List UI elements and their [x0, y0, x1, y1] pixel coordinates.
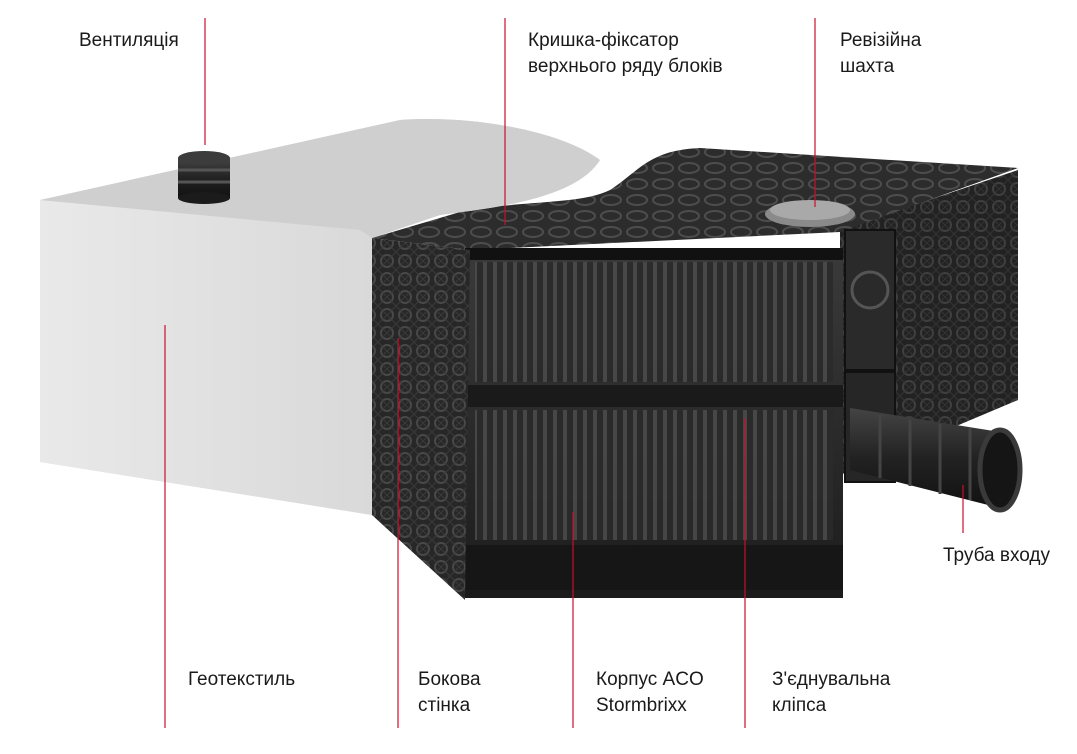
label-inlet-pipe: Труба входу: [943, 543, 1050, 569]
label-side-wall: Бокова стінка: [418, 667, 481, 719]
label-clip: З'єднувальна кліпса: [772, 667, 890, 719]
label-side-wall-line-2: стінка: [418, 695, 471, 716]
label-geotextile-line: Геотекстиль: [188, 669, 296, 690]
label-cover-line-2: верхнього ряду блоків: [528, 56, 723, 77]
label-shaft: Ревізійна шахта: [840, 28, 921, 80]
inlet-pipe: [850, 408, 1023, 513]
label-side-wall-line-1: Бокова: [418, 669, 481, 690]
label-cover-line-1: Кришка-фіксатор: [528, 30, 679, 51]
label-clip-line-1: З'єднувальна: [772, 669, 891, 690]
label-body: Корпус ACO Stormbrixx: [596, 667, 704, 719]
label-inlet-pipe-line: Труба входу: [943, 545, 1051, 566]
label-cover: Кришка-фіксатор верхнього ряду блоків: [528, 28, 723, 80]
label-body-line-1: Корпус ACO: [596, 669, 704, 690]
block-front-face: [465, 248, 843, 598]
leader-lines: [164, 18, 964, 728]
label-ventilation-line: Вентиляція: [79, 30, 179, 51]
label-shaft-line-1: Ревізійна: [840, 30, 922, 51]
geotextile-wrap: [40, 119, 600, 516]
label-shaft-line-2: шахта: [840, 56, 895, 77]
side-wall-panel: [372, 238, 470, 600]
label-ventilation: Вентиляція: [79, 28, 179, 54]
ventilation-pipe: [178, 151, 230, 204]
label-clip-line-2: кліпса: [772, 695, 827, 716]
label-geotextile: Геотекстиль: [188, 667, 295, 693]
block-top-cover: [372, 148, 1018, 250]
label-body-line-2: Stormbrixx: [596, 695, 687, 716]
